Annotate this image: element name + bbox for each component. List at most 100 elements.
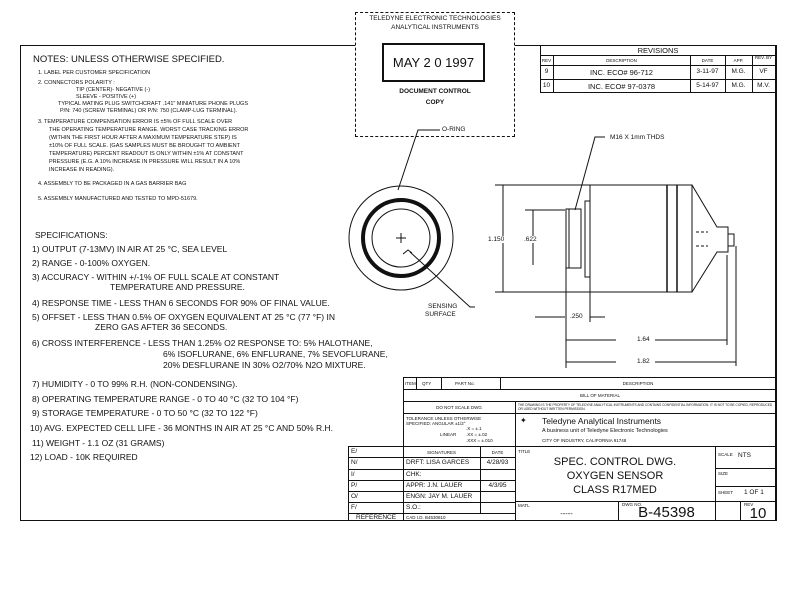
spec: 4) RESPONSE TIME - LESS THAN 6 SECONDS F… [32, 298, 330, 308]
divider [403, 401, 776, 402]
spec: TEMPERATURE AND PRESSURE. [110, 282, 245, 292]
cad-id: CAD I.D. B4530810 [406, 515, 446, 520]
divider [348, 469, 515, 470]
rev-header: DESCRIPTION [606, 58, 637, 63]
revisions-table [540, 45, 776, 93]
divider [403, 413, 776, 414]
spec: 10) AVG. EXPECTED CELL LIFE - 36 MONTHS … [30, 423, 334, 433]
note: TIP (CENTER)- NEGATIVE (-) [76, 87, 151, 93]
company-unit: A business unit of Teledyne Electronic T… [542, 428, 668, 434]
zone-label: N/ [351, 459, 358, 466]
matl-label: MATL [518, 503, 530, 508]
note: TYPICAL MATING PLUG SWITCHCRAFT .141" MI… [58, 101, 248, 107]
spec: 5) OFFSET - LESS THAN 0.5% OF OXYGEN EQU… [32, 312, 335, 322]
company-city: CITY OF INDUSTRY, CALIFORNIA 91748 [542, 438, 627, 443]
spec: 6) CROSS INTERFERENCE - LESS THAN 1.25% … [32, 338, 373, 348]
spec: 12) LOAD - 10K REQUIRED [30, 452, 138, 462]
no-scale-note: DO NOT SCALE DWG [436, 405, 482, 410]
divider [348, 480, 515, 481]
rev-cell: 9 [544, 68, 549, 75]
rev-value: 10 [749, 505, 767, 522]
divider [480, 446, 481, 513]
divider [540, 79, 776, 80]
signature-block [348, 446, 404, 521]
drawing-title: OXYGEN SENSOR [566, 470, 664, 482]
date-cell: 4/28/93 [486, 459, 509, 466]
matl-value: ----- [560, 509, 573, 518]
divider [725, 55, 726, 93]
note: ±10% OF FULL SCALE. (GAS SAMPLES MUST BE… [49, 143, 240, 149]
signature: ENGN: JAY M. LAUER [406, 493, 473, 500]
divider [540, 65, 776, 66]
divider [500, 377, 501, 389]
rev-cell: INC. ECO# 97-0378 [587, 82, 656, 91]
rev-cell: INC. ECO# 96-712 [590, 68, 653, 77]
sheet-value: 1 OF 1 [744, 489, 764, 496]
rev-cell: VF [759, 68, 768, 75]
divider [715, 486, 776, 487]
teledyne-logo-icon: ✦ [520, 416, 527, 425]
date-cell: 4/3/95 [488, 482, 507, 489]
size-label: SIZE [718, 471, 729, 476]
stamp-line2: COPY [425, 99, 445, 106]
divider [348, 446, 776, 447]
divider [540, 55, 776, 56]
reference-label: REFERENCE [356, 514, 397, 521]
rev-header: DATE [701, 58, 714, 63]
signature: DRFT: LISA GARCES [406, 459, 470, 466]
stamp-line1: DOCUMENT CONTROL [399, 88, 471, 95]
spec: 1) OUTPUT (7-13MV) IN AIR AT 25 °C, SEA … [32, 244, 228, 254]
divider [515, 401, 516, 521]
signature: CHK: [406, 471, 422, 478]
zone-label: E/ [351, 448, 358, 455]
divider [416, 377, 417, 389]
note: 5. ASSEMBLY MANUFACTURED AND TESTED TO M… [38, 196, 198, 202]
stamp-date-box [382, 43, 485, 82]
rev-label: REV [744, 502, 754, 507]
frame-left [20, 45, 21, 520]
note: 4. ASSEMBLY TO BE PACKAGED IN A GAS BARR… [38, 181, 187, 187]
tolerance-note: SPECIFIED: ANGULAR ±1/2° [406, 421, 466, 426]
date-header: DATE [491, 450, 504, 455]
zone-label: F/ [351, 504, 357, 511]
tolerance-xx: .XX = ±.02 [466, 432, 488, 437]
divider [752, 55, 753, 93]
property-notice: THE DRAWING IS THE PROPERTY OF TELEDYNE … [518, 403, 773, 411]
divider [348, 491, 515, 492]
tolerance-note: TOLERANCE UNLESS OTHERWISE [406, 416, 482, 421]
divider [715, 446, 716, 521]
bom-desc-header: DESCRIPTION [622, 381, 654, 386]
rev-cell: M.V. [757, 82, 770, 89]
scale-label: SCALE [718, 452, 733, 457]
spec: ZERO GAS AFTER 36 SECONDS. [95, 322, 228, 332]
notes-title: NOTES: UNLESS OTHERWISE SPECIFIED. [33, 54, 225, 65]
thread-label: M16 X 1mm THDS [610, 134, 665, 141]
zone-label: O/ [351, 493, 358, 500]
divider [403, 389, 776, 390]
front-view [348, 129, 475, 308]
specs-title: SPECIFICATIONS: [35, 230, 108, 240]
divider [348, 457, 515, 458]
divider [515, 501, 776, 502]
zone-label: I/ [351, 471, 355, 478]
zone-label: P/ [351, 482, 358, 489]
spec: 3) ACCURACY - WITHIN +/-1% OF FULL SCALE… [32, 272, 280, 282]
rev-header: REV [541, 58, 552, 63]
divider [690, 55, 691, 93]
note: 3. TEMPERATURE COMPENSATION ERROR IS ±5%… [38, 119, 233, 125]
dim-182: 1.82 [637, 358, 650, 365]
note: SLEEVE - POSITIVE (+) [76, 94, 137, 100]
rev-cell: M.G. [731, 82, 746, 89]
tolerance-linear: LINEAR [440, 432, 457, 437]
rev-cell: 5-14-97 [696, 82, 719, 89]
note: PRESSURE (E.G. A 10% INCREASE IN PRESSUR… [49, 159, 241, 165]
spec: 11) WEIGHT - 1.1 OZ (31 GRAMS) [32, 438, 165, 448]
spec: 20% DESFLURANE IN 30% O2/70% N2O MIXTURE… [163, 360, 366, 370]
drawing-title: CLASS R17MED [573, 484, 657, 496]
stamp-org2: ANALYTICAL INSTRUMENTS [391, 24, 479, 31]
sensing-label: SENSING [428, 303, 458, 310]
note: TEMPERATURE) PERCENT READOUT IS ONLY WIT… [49, 151, 244, 157]
rev-cell: 3-11-97 [696, 68, 719, 75]
signature: APPR: J.N. LAUER [406, 482, 463, 489]
